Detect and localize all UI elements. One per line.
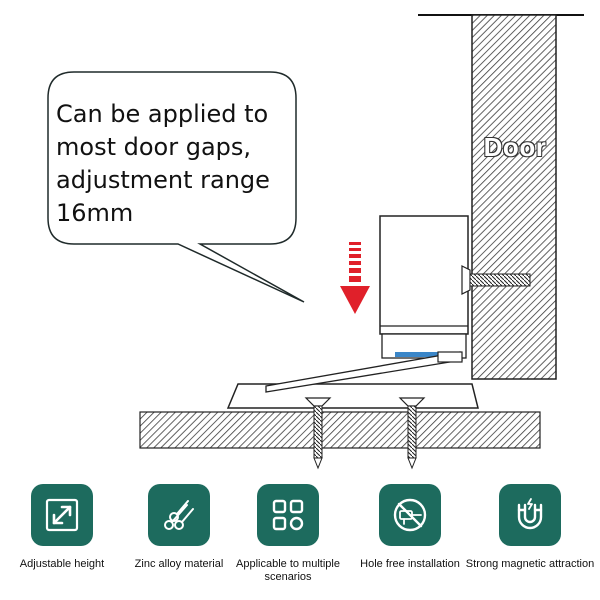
feature-multiple-scenarios: Applicable to multiple scenarios <box>226 484 350 584</box>
magnet-icon <box>499 484 561 546</box>
feature-label: Hole free installation <box>360 558 460 570</box>
door-panel <box>471 14 557 380</box>
four-shapes-icon <box>257 484 319 546</box>
floor <box>139 411 541 449</box>
diagonal-arrows-icon <box>31 484 93 546</box>
feature-label: Applicable to multiple scenarios <box>236 558 340 583</box>
installation-diagram <box>47 14 584 470</box>
feature-magnetic-attraction: Strong magnetic attraction <box>464 484 596 571</box>
no-drill-icon <box>379 484 441 546</box>
speech-bubble <box>47 71 305 303</box>
feature-hole-free: Hole free installation <box>348 484 472 571</box>
callout-line: adjustment range <box>56 166 270 194</box>
door-screw <box>461 265 531 295</box>
callout-text: Can be applied to most door gaps, adjust… <box>56 98 306 230</box>
accent-strip <box>395 352 445 357</box>
door-magnet-housing <box>379 215 469 335</box>
down-arrow-icon <box>340 242 370 314</box>
feature-row: Adjustable height Zinc alloy material Ap <box>0 484 600 600</box>
feature-zinc-alloy: Zinc alloy material <box>117 484 241 571</box>
door-label: Door <box>483 132 547 162</box>
feature-label: Strong magnetic attraction <box>465 558 595 570</box>
feature-label: Adjustable height <box>19 558 105 570</box>
callout-line: 16mm <box>56 199 134 227</box>
floor-screw-right <box>398 397 426 470</box>
feature-adjustable-height: Adjustable height <box>0 484 124 571</box>
zinc-rods-icon <box>148 484 210 546</box>
feature-label: Zinc alloy material <box>134 558 224 570</box>
callout-line: Can be applied to <box>56 100 269 128</box>
callout-line: most door gaps, <box>56 133 252 161</box>
floor-screw-left <box>304 397 332 470</box>
